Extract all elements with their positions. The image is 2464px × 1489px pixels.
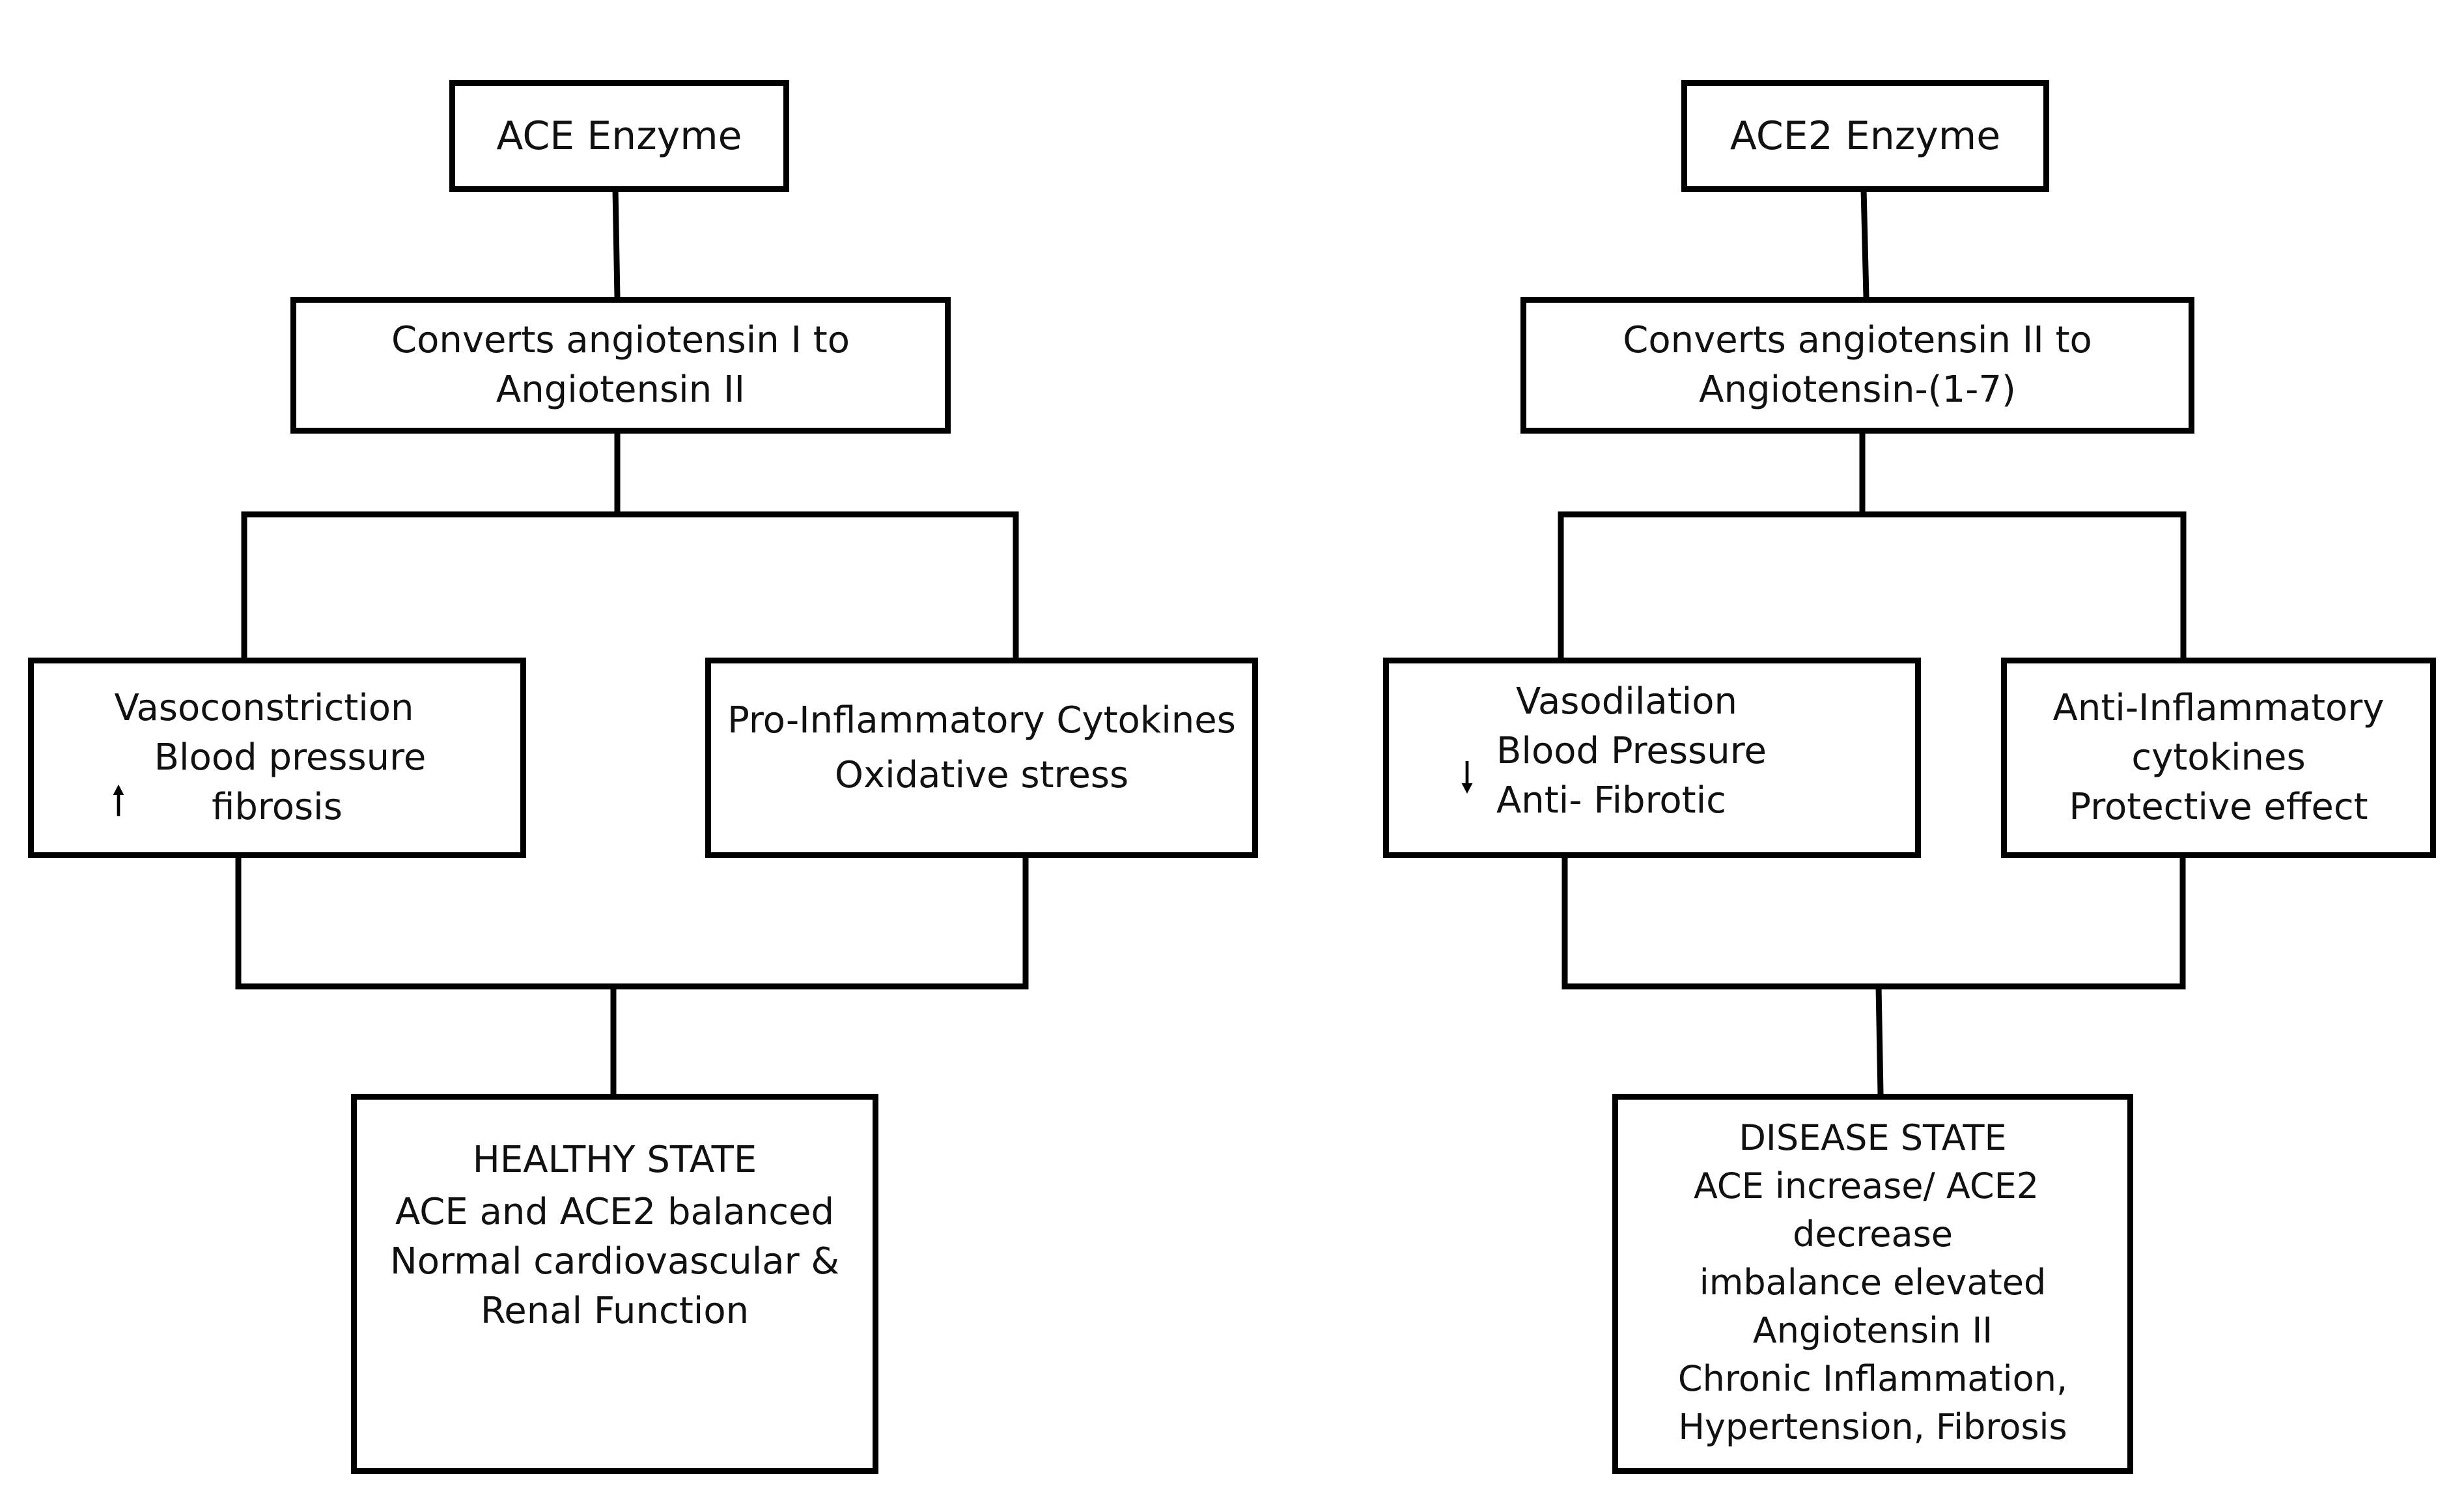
connector-merge-right (1561, 855, 2186, 990)
connector-merge-left (235, 855, 1029, 990)
healthy-state-line-2: ACE and ACE2 balanced (395, 1191, 835, 1233)
vasodilation-line-2: Blood Pressure (1496, 730, 1767, 772)
vasoconstriction-line-3: fibrosis (212, 786, 343, 828)
pro-inflammatory-line-2: Oxidative stress (834, 754, 1129, 796)
vasoconstriction-line-2: Blood pressure (154, 736, 427, 779)
disease-state-line-5: Angiotensin II (1752, 1310, 1993, 1351)
connector-split-right (1558, 511, 2187, 661)
disease-state-line-3: decrease (1793, 1214, 1953, 1255)
down-arrow-icon (1461, 761, 1473, 794)
ace-conversion-line-1: Converts angiotensin I to (391, 319, 850, 361)
ace-enzyme-label: ACE Enzyme (496, 113, 742, 159)
vasodilation-line-1: Vasodilation (1516, 680, 1737, 723)
disease-state-title: DISEASE STATE (1739, 1117, 2007, 1158)
ace2-conversion-box: Converts angiotensin II to Angiotensin-(… (1520, 297, 2194, 434)
ace-enzyme-box: ACE Enzyme (449, 80, 789, 192)
ace2-conversion-line-1: Converts angiotensin II to (1623, 319, 2092, 361)
healthy-state-title: HEALTHY STATE (472, 1139, 757, 1181)
vasoconstriction-line-1: Vasoconstriction (114, 687, 414, 729)
connector-ace2-to-conversion (1860, 186, 1869, 300)
healthy-state-line-4: Renal Function (480, 1290, 749, 1332)
healthy-state-box: HEALTHY STATE ACE and ACE2 balanced Norm… (351, 1094, 878, 1474)
ace2-enzyme-box: ACE2 Enzyme (1681, 80, 2049, 192)
connector-ace-to-conversion (612, 186, 621, 300)
pro-inflammatory-line-1: Pro-Inflammatory Cytokines (727, 699, 1236, 742)
ace2-conversion-line-2: Angiotensin-(1-7) (1699, 369, 2016, 411)
disease-state-line-7: Hypertension, Fibrosis (1678, 1406, 2067, 1447)
anti-inflammatory-line-2: cytokines (2131, 736, 2306, 779)
ace2-enzyme-label: ACE2 Enzyme (1729, 113, 2001, 159)
healthy-state-line-3: Normal cardiovascular & (389, 1240, 840, 1283)
connector-split-left (241, 511, 1019, 661)
up-arrow-icon (113, 785, 124, 816)
disease-state-line-2: ACE increase/ ACE2 (1693, 1165, 2039, 1206)
vasodilation-box: Vasodilation Blood Pressure Anti- Fibrot… (1383, 658, 1921, 858)
ace-conversion-line-2: Angiotensin II (496, 369, 746, 411)
disease-state-box: DISEASE STATE ACE increase/ ACE2 decreas… (1612, 1094, 2133, 1474)
vasoconstriction-box: Vasoconstriction Blood pressure fibrosis (28, 658, 526, 858)
anti-inflammatory-box: Anti-Inflammatory cytokines Protective e… (2001, 658, 2436, 858)
pro-inflammatory-box: Pro-Inflammatory Cytokines Oxidative str… (705, 658, 1258, 858)
ace-conversion-box: Converts angiotensin I to Angiotensin II (290, 297, 951, 434)
disease-state-line-6: Chronic Inflammation, (1677, 1358, 2068, 1399)
vasodilation-line-3: Anti- Fibrotic (1496, 779, 1726, 822)
anti-inflammatory-line-1: Anti-Inflammatory (2052, 687, 2385, 729)
disease-state-line-4: imbalance elevated (1699, 1262, 2047, 1303)
anti-inflammatory-line-3: Protective effect (2069, 786, 2368, 828)
connector-merge-to-disease (1875, 983, 1884, 1097)
